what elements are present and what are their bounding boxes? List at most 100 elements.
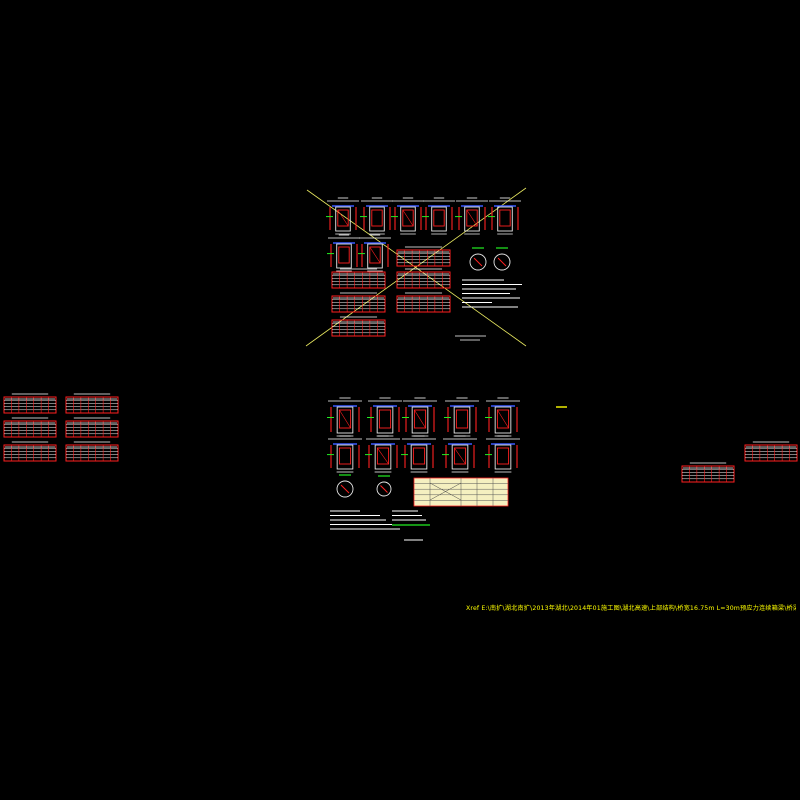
quantity-table <box>331 268 386 289</box>
section-hatch <box>466 209 478 227</box>
symbol-circle <box>493 253 511 271</box>
right-table-group <box>681 441 798 483</box>
diagonal-line <box>306 189 527 347</box>
table-header-band <box>5 398 55 401</box>
lower-sheet <box>327 397 567 541</box>
summary-table <box>413 477 509 507</box>
section-detail <box>455 197 488 235</box>
section-core <box>413 409 427 429</box>
section-detail <box>391 197 424 235</box>
section-body <box>335 206 351 232</box>
table-header-band <box>398 273 449 276</box>
table-frame <box>65 420 119 438</box>
table-header-band <box>333 273 384 276</box>
quantity-table <box>65 417 119 438</box>
section-body <box>336 444 354 470</box>
section-body <box>336 406 354 434</box>
symbol-cut <box>380 485 388 493</box>
section-core <box>455 409 469 429</box>
symbol-circle <box>336 480 354 498</box>
section-body <box>336 243 352 269</box>
quantity-table <box>396 292 451 313</box>
section-hatch <box>339 409 351 429</box>
section-detail <box>327 435 362 473</box>
section-symbol <box>336 474 354 498</box>
section-core <box>371 209 383 227</box>
table-header-band <box>746 446 796 449</box>
symbol-cut <box>473 257 483 267</box>
section-hatch <box>497 409 509 429</box>
section-body <box>451 444 469 470</box>
table-frame <box>331 319 386 337</box>
section-body <box>453 406 471 434</box>
section-detail <box>360 197 393 235</box>
section-detail <box>485 435 520 473</box>
table-header-band <box>5 422 55 425</box>
section-body <box>367 243 383 269</box>
section-body <box>410 444 428 470</box>
table-frame <box>65 396 119 414</box>
quantity-table <box>744 441 798 462</box>
section-core <box>496 409 510 429</box>
table-frame <box>396 249 451 267</box>
table-frame <box>681 465 735 483</box>
table-frame <box>396 295 451 313</box>
section-detail <box>327 234 360 272</box>
section-hatch <box>402 209 414 227</box>
upper-sheet <box>305 187 527 347</box>
symbol-circle <box>376 481 392 497</box>
table-header-band <box>67 446 117 449</box>
table-frame <box>3 444 57 462</box>
section-symbol <box>376 475 392 497</box>
section-detail <box>358 234 391 272</box>
table-frame <box>331 271 386 289</box>
xref-path-label: Xref E:\南扩\湖北南扩\2013年湖北\2014年01施工图\湖北高速\… <box>466 605 796 612</box>
symbol-cut <box>340 484 350 494</box>
section-detail <box>367 397 402 437</box>
section-hatch <box>369 246 381 264</box>
table-header-band <box>5 446 55 449</box>
quantity-table <box>3 393 57 414</box>
section-core <box>466 209 478 227</box>
quantity-table <box>396 268 451 289</box>
quantity-table <box>396 246 451 267</box>
section-core <box>338 409 352 429</box>
section-detail <box>422 197 455 235</box>
section-core <box>412 447 426 465</box>
section-core <box>402 209 414 227</box>
section-core <box>338 447 352 465</box>
section-body <box>497 206 513 232</box>
section-core <box>496 447 510 465</box>
quantity-table <box>65 393 119 414</box>
section-symbol <box>493 247 511 271</box>
quantity-table <box>65 441 119 462</box>
section-body <box>400 206 416 232</box>
quantity-table <box>3 417 57 438</box>
section-core <box>338 246 350 264</box>
quantity-table <box>331 316 386 337</box>
section-symbol <box>469 247 487 271</box>
table-header-band <box>398 297 449 300</box>
section-core <box>499 209 511 227</box>
table-frame <box>396 271 451 289</box>
section-detail <box>488 197 521 235</box>
section-detail <box>365 435 400 473</box>
summary-diagonal <box>429 482 462 501</box>
section-detail <box>401 435 436 473</box>
table-header-band <box>67 398 117 401</box>
quantity-table <box>681 462 735 483</box>
symbol-circle <box>469 253 487 271</box>
symbol-cut <box>497 257 507 267</box>
section-hatch <box>414 409 426 429</box>
table-header-band <box>398 251 449 254</box>
section-hatch <box>454 447 466 465</box>
table-header-band <box>333 321 384 324</box>
table-frame <box>3 420 57 438</box>
left-table-group <box>3 393 119 462</box>
section-core <box>378 409 392 429</box>
section-body <box>494 444 512 470</box>
section-detail <box>326 197 359 235</box>
section-body <box>431 206 447 232</box>
